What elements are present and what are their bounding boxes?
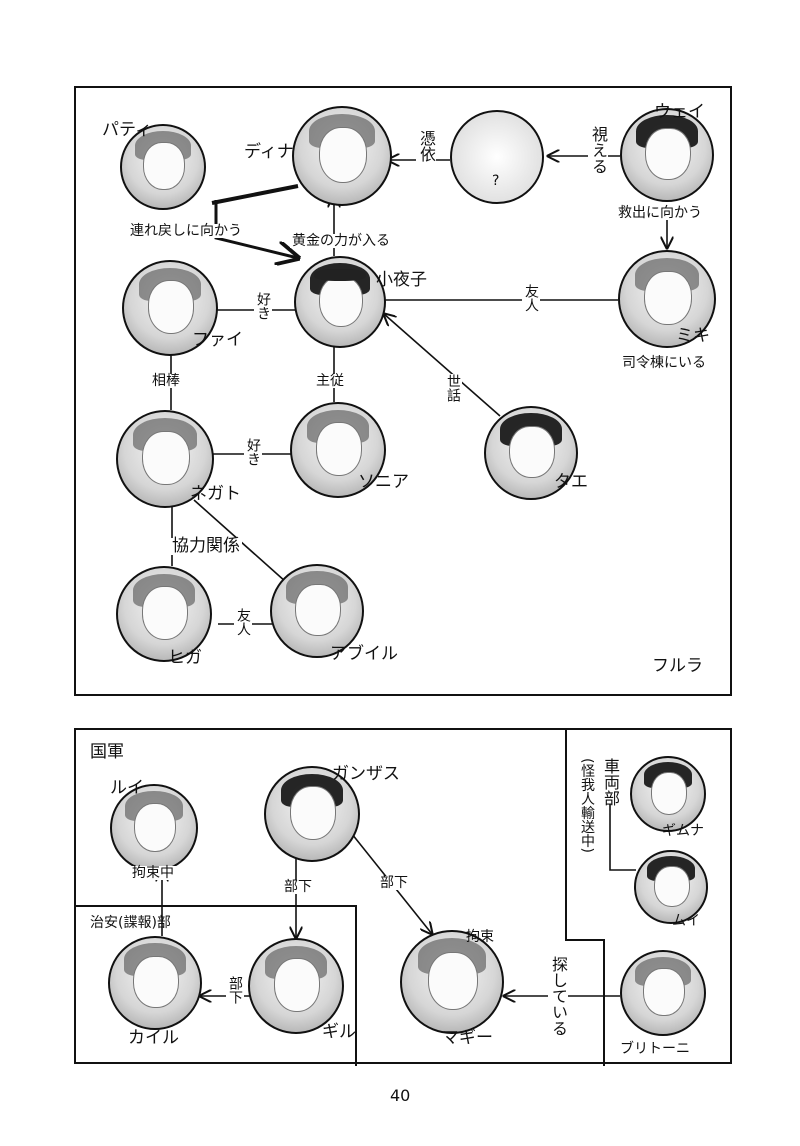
name-sayoko: 小夜子 bbox=[376, 270, 427, 290]
name-gimuna: ギムナ bbox=[662, 823, 704, 839]
name-dina: ディナ bbox=[244, 142, 294, 162]
avatar-wei bbox=[620, 108, 714, 202]
group-label-kokugun: 国軍 bbox=[90, 742, 124, 762]
page-number: 40 bbox=[390, 1086, 411, 1105]
label-kousoku: 拘束 bbox=[466, 929, 494, 945]
label-buka3: 部下 bbox=[226, 976, 244, 1004]
name-buritoni: ブリトーニ bbox=[620, 1041, 690, 1057]
label-yujin2: 友人 bbox=[234, 608, 252, 636]
name-miki: ミキ bbox=[676, 326, 710, 346]
label-aibou: 相棒 bbox=[150, 373, 182, 389]
group-label-vehicle: 車両部 bbox=[601, 758, 620, 806]
label-tsuremodoshi: 連れ戻しに向かう bbox=[128, 223, 244, 239]
name-wei: ウェイ bbox=[654, 102, 705, 122]
label-buka1: 部下 bbox=[282, 879, 314, 895]
edge-tsuremodoshi bbox=[214, 200, 298, 258]
name-higa: ヒガ bbox=[168, 648, 202, 668]
label-suki2: 好き bbox=[244, 438, 262, 466]
name-negato: ネガト bbox=[190, 484, 241, 504]
name-mui: ムイ bbox=[672, 913, 700, 929]
label-sagashiteiru: 探している bbox=[548, 956, 568, 1036]
avatar-tae bbox=[484, 406, 578, 500]
group-label-security: 治安(諜報)部 bbox=[90, 915, 171, 931]
edge-sewa bbox=[384, 314, 501, 417]
avatar-sayoko bbox=[294, 256, 386, 348]
name-ganzasu: ガンザス bbox=[332, 764, 400, 784]
avatar-kairu bbox=[108, 936, 202, 1030]
name-tae: タエ bbox=[554, 472, 588, 492]
avatar-miki bbox=[618, 250, 716, 348]
label-kyoryoku: 協力関係 bbox=[170, 536, 242, 556]
label-ougon: 黄金の力が入る bbox=[290, 233, 392, 249]
name-magi: マギー bbox=[442, 1028, 493, 1048]
label-kyushutsu: 救出に向かう bbox=[616, 205, 704, 221]
unknown-mark: ? bbox=[492, 173, 500, 189]
edge-paty-dina bbox=[211, 184, 299, 205]
label-mieru: 視える bbox=[588, 126, 608, 174]
label-hyoui: 憑依 bbox=[416, 130, 436, 162]
name-fai: ファイ bbox=[192, 330, 243, 350]
label-yujin1: 友人 bbox=[522, 284, 540, 312]
avatar-ghost: ? bbox=[450, 110, 544, 204]
edge-gimuna-mui bbox=[609, 804, 636, 871]
avatar-buritoni bbox=[620, 950, 706, 1036]
bottom-connectors bbox=[76, 730, 636, 1066]
avatar-magi bbox=[400, 930, 504, 1034]
label-suki1: 好き bbox=[254, 292, 272, 320]
name-kairu: カイル bbox=[128, 1028, 179, 1048]
avatar-higa bbox=[116, 566, 212, 662]
label-sewa: 世話 bbox=[444, 374, 462, 402]
avatar-dina bbox=[292, 106, 392, 206]
name-giru: ギル bbox=[322, 1022, 356, 1042]
label-shireitou: 司令棟にいる bbox=[622, 355, 706, 371]
avatar-sonia bbox=[290, 402, 386, 498]
avatar-ganzasu bbox=[264, 766, 360, 862]
avatar-mui bbox=[634, 850, 708, 924]
avatar-negato bbox=[116, 410, 214, 508]
security-section-border bbox=[76, 905, 357, 1066]
vehicle-section-border bbox=[565, 730, 605, 1066]
name-sonia: ソニア bbox=[358, 472, 409, 492]
avatar-gimuna bbox=[630, 756, 706, 832]
group-label-vehicle-note: (怪我人輸送中) bbox=[579, 758, 595, 853]
avatar-giru bbox=[248, 938, 344, 1034]
avatar-fai bbox=[122, 260, 218, 356]
avatar-abuiru bbox=[270, 564, 364, 658]
avatar-paty bbox=[120, 124, 206, 210]
label-shuju: 主従 bbox=[314, 373, 346, 389]
name-paty: パティ bbox=[102, 120, 152, 140]
top-panel: ? パティ ディナ ウェイ 小夜子 ファイ ミキ ネガト ソニア タエ ヒガ ア… bbox=[74, 86, 732, 696]
name-rui: ルイ bbox=[110, 778, 144, 798]
bottom-panel: 国軍 治安(諜報)部 車両部 (怪我人輸送中) ルイ ガンザス カイル ギル マ… bbox=[74, 728, 732, 1066]
name-abuiru: アブイル bbox=[330, 644, 398, 664]
label-kousokuchu: 拘束中 bbox=[130, 865, 176, 881]
avatar-rui bbox=[110, 784, 198, 872]
label-buka2: 部下 bbox=[378, 875, 410, 891]
group-label-furura: フルラ bbox=[652, 656, 703, 676]
